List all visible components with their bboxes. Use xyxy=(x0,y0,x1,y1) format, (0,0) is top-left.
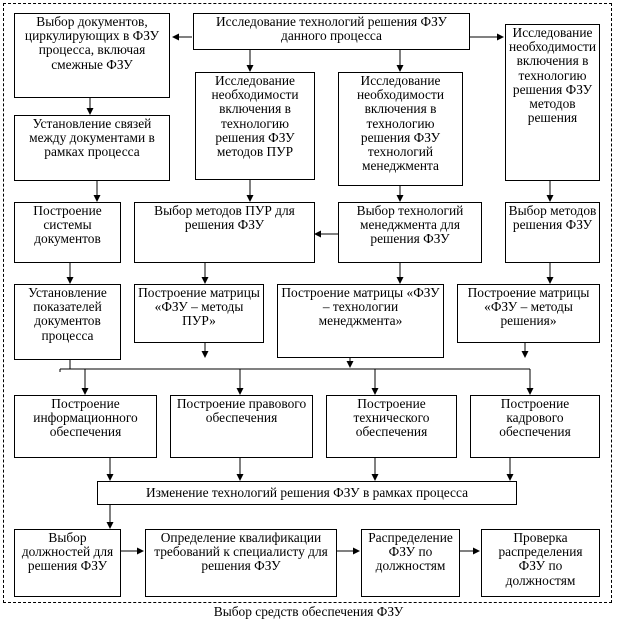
distribution-box: Распределение ФЗУ по должностям xyxy=(361,529,460,597)
research-methods-box: Исследование необходимости включения в т… xyxy=(505,24,600,181)
matrix-management-box: Построение матрицы «ФЗУ – технологии мен… xyxy=(277,284,444,358)
research-management-box: Исследование необходимости включения в т… xyxy=(338,72,463,186)
diagram-caption: Выбор средств обеспечения ФЗУ xyxy=(213,604,404,619)
top-research-box: Исследование технологий решения ФЗУ данн… xyxy=(193,13,470,50)
document-indicators-box: Установление показателей документов проц… xyxy=(14,284,121,360)
document-links-box: Установление связей между документами в … xyxy=(14,115,170,181)
select-documents-box: Выбор документов, циркулирующих в ФЗУ пр… xyxy=(14,13,170,98)
legal-support-box: Построение правового обеспечения xyxy=(170,395,313,458)
select-positions-box: Выбор должностей для решения ФЗУ xyxy=(14,529,121,597)
qualification-requirements-box: Определение квалификации требований к сп… xyxy=(145,529,337,597)
info-support-box: Построение информационного обеспечения xyxy=(14,395,157,458)
document-system-box: Построение системы документов xyxy=(14,202,121,263)
change-technologies-box: Изменение технологий решения ФЗУ в рамка… xyxy=(97,481,517,505)
research-pur-box: Исследование необходимости включения в т… xyxy=(195,72,315,180)
technical-support-box: Построение технического обеспечения xyxy=(326,395,457,458)
matrix-pur-box: Построение матрицы «ФЗУ – методы ПУР» xyxy=(134,284,264,343)
select-pur-box: Выбор методов ПУР для решения ФЗУ xyxy=(134,202,315,263)
select-methods-box: Выбор методов решения ФЗУ xyxy=(505,202,600,263)
staff-support-box: Построение кадрового обеспечения xyxy=(470,395,600,458)
support-selection-frame xyxy=(3,3,612,603)
check-distribution-box: Проверка распределения ФЗУ по должностям xyxy=(481,529,600,597)
matrix-methods-box: Построение матрицы «ФЗУ – методы решения… xyxy=(457,284,600,343)
select-management-box: Выбор технологий менеджмента для решения… xyxy=(338,202,482,263)
